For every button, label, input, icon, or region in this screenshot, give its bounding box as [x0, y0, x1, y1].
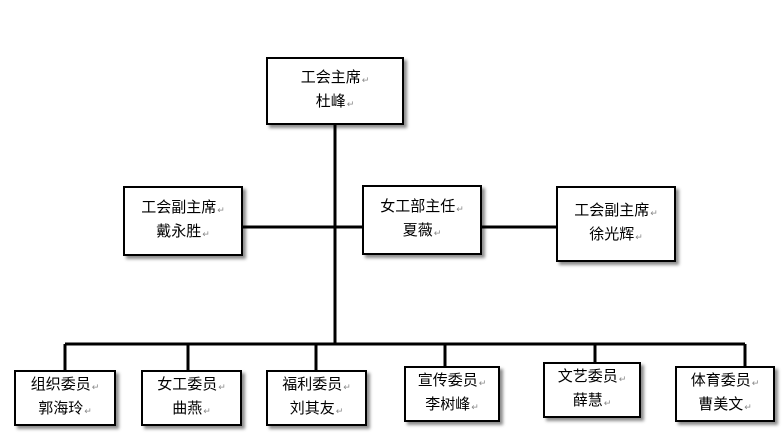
vice-chairman-left-name: 戴永胜 — [156, 221, 210, 245]
member-box-women-affairs: 女工委员 曲燕 — [141, 370, 242, 426]
vice-chairman-right-title: 工会副主席 — [574, 200, 658, 224]
member-name: 刘其友 — [290, 398, 344, 422]
member-box-organization: 组织委员 郭海玲 — [14, 370, 116, 426]
chairman-name: 杜峰 — [316, 91, 355, 115]
vice-chairman-right-name: 徐光辉 — [589, 224, 643, 248]
member-box-arts: 文艺委员 薛慧 — [543, 362, 641, 418]
vice-chairman-left-box: 工会副主席 戴永胜 — [123, 186, 243, 256]
member-box-publicity: 宣传委员 李树峰 — [404, 366, 500, 422]
member-title: 女工委员 — [157, 374, 226, 398]
member-title: 福利委员 — [282, 374, 351, 398]
chairman-title: 工会主席 — [301, 67, 370, 91]
vice-chairman-right-box: 工会副主席 徐光辉 — [556, 186, 676, 262]
member-name: 薛慧 — [573, 390, 612, 414]
member-title: 组织委员 — [31, 374, 100, 398]
member-name: 曹美文 — [698, 394, 752, 418]
member-name: 李树峰 — [425, 394, 479, 418]
member-title: 宣传委员 — [418, 370, 487, 394]
women-director-title: 女工部主任 — [380, 196, 464, 220]
member-box-welfare: 福利委员 刘其友 — [266, 370, 367, 426]
member-title: 文艺委员 — [558, 366, 627, 390]
women-director-box: 女工部主任 夏薇 — [362, 185, 482, 255]
women-director-name: 夏薇 — [403, 220, 442, 244]
member-name: 郭海玲 — [38, 398, 92, 422]
member-box-sports: 体育委员 曹美文 — [675, 366, 775, 422]
member-name: 曲燕 — [172, 398, 211, 422]
chairman-box: 工会主席 杜峰 — [266, 57, 404, 125]
member-title: 体育委员 — [691, 370, 760, 394]
vice-chairman-left-title: 工会副主席 — [141, 197, 225, 221]
